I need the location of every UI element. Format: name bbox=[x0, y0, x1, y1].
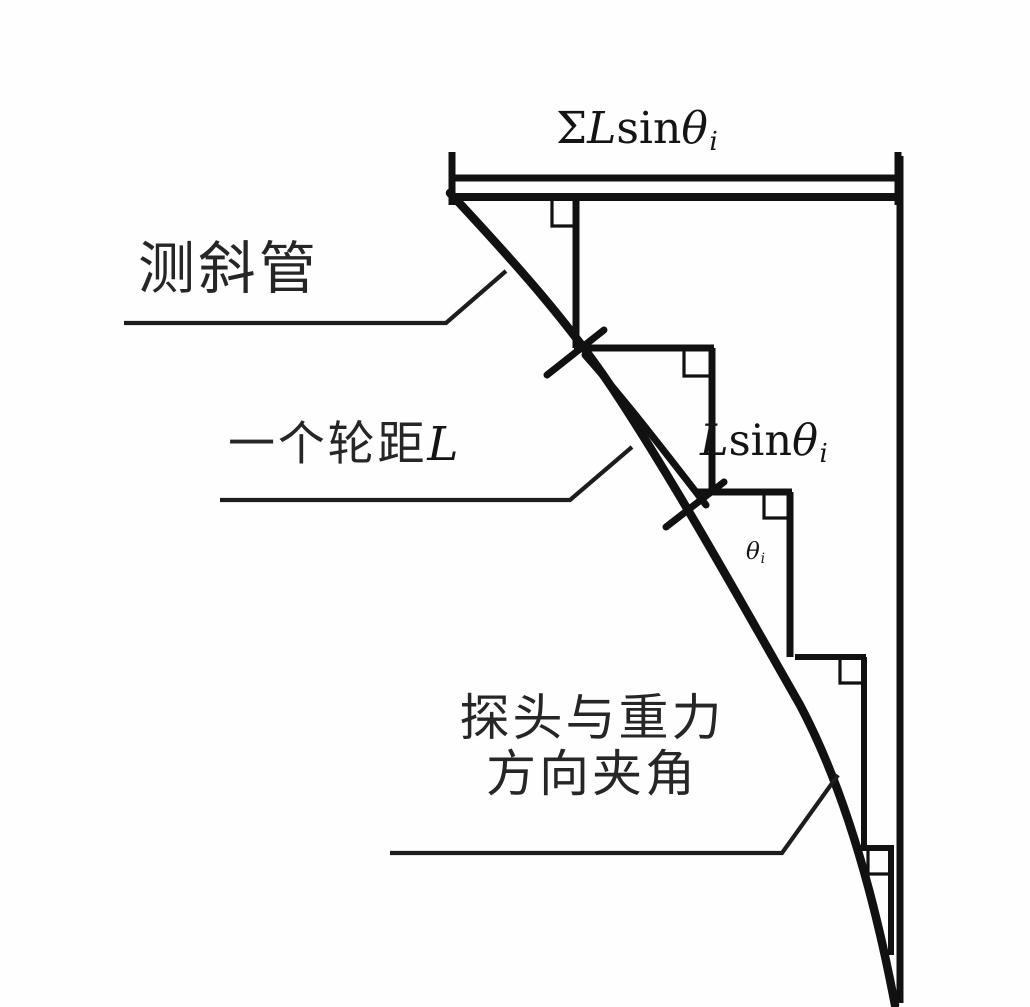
right-angle-marker-2 bbox=[682, 351, 711, 378]
right-angle-marker-4 bbox=[838, 660, 863, 685]
label-inclination-angle: θi bbox=[746, 539, 766, 567]
leader-line-probe-angle bbox=[390, 773, 840, 856]
seg-theta-symbol: θ bbox=[792, 416, 818, 466]
sum-base-symbol: L bbox=[587, 103, 617, 154]
seg-base-symbol: L bbox=[700, 416, 729, 466]
seg-index-subscript: i bbox=[819, 439, 828, 470]
seg-sin-text: sin bbox=[728, 416, 793, 466]
leader-line-wheelbase bbox=[220, 445, 634, 503]
wheelbase-symbol: L bbox=[427, 417, 462, 472]
probe-angle-line-1: 探头与重力 bbox=[459, 689, 725, 747]
sigma-symbol: Σ bbox=[556, 103, 588, 154]
probe-angle-line-2: 方向夹角 bbox=[486, 745, 698, 803]
wheelbase-tick-bottom bbox=[662, 478, 728, 531]
angle-index-subscript: i bbox=[760, 550, 766, 567]
leader-lines bbox=[124, 269, 840, 856]
inclinometer-casing-curve bbox=[445, 188, 900, 1007]
sum-theta-symbol: θ bbox=[681, 103, 708, 154]
label-probe-gravity-angle: 探头与重力 方向夹角 bbox=[412, 690, 772, 802]
leader-line-casing bbox=[124, 269, 508, 326]
angle-theta-symbol: θ bbox=[746, 539, 760, 565]
sum-sin-text: sin bbox=[616, 103, 682, 154]
right-angle-marker-5 bbox=[866, 851, 890, 876]
probe-rod-offset-line bbox=[581, 351, 710, 509]
sum-index-subscript: i bbox=[709, 126, 718, 158]
wheelbase-tick-top bbox=[543, 326, 608, 379]
label-total-deflection: ΣLsinθi bbox=[556, 104, 718, 157]
right-angle-marker-3 bbox=[762, 495, 789, 520]
right-angle-marker-1 bbox=[550, 200, 576, 228]
staircase-steps bbox=[450, 193, 897, 955]
wheelbase-text: 一个轮距 bbox=[228, 417, 428, 472]
label-segment-deflection: Lsinθi bbox=[700, 417, 828, 469]
wheelbase-tick-marks bbox=[543, 326, 728, 531]
right-angle-markers bbox=[550, 200, 890, 876]
label-wheelbase: 一个轮距L bbox=[228, 417, 462, 472]
label-inclinometer-casing: 测斜管 bbox=[138, 236, 320, 302]
